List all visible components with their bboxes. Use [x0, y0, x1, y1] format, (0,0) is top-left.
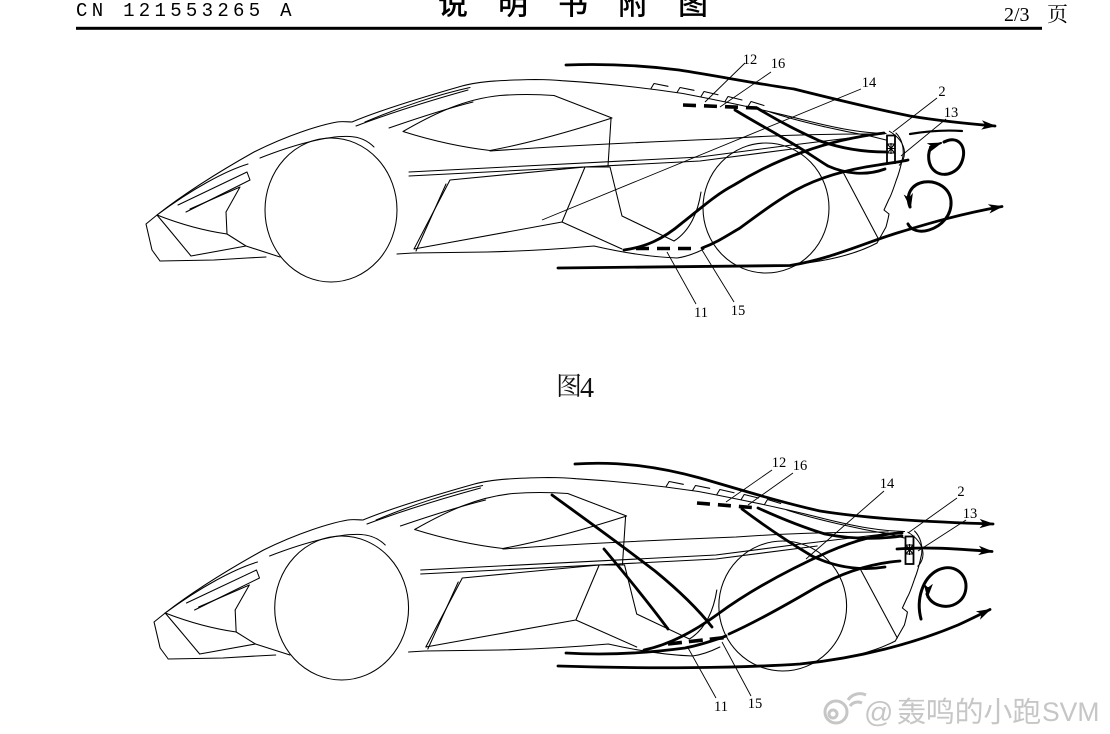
svg-text:15: 15: [748, 696, 763, 712]
svg-text:16: 16: [793, 458, 808, 474]
svg-text:2: 2: [938, 84, 945, 100]
svg-text:15: 15: [731, 303, 746, 319]
svg-text:CN 121553265 A: CN 121553265 A: [76, 0, 296, 22]
svg-text:11: 11: [694, 305, 708, 321]
svg-text:SVM: SVM: [1042, 697, 1099, 727]
svg-text:4: 4: [580, 373, 594, 404]
svg-text:14: 14: [862, 75, 877, 91]
svg-text:13: 13: [963, 506, 978, 522]
svg-text:12: 12: [743, 52, 758, 68]
svg-text:13: 13: [944, 105, 959, 121]
svg-text:16: 16: [771, 56, 786, 72]
svg-text:12: 12: [772, 455, 787, 471]
svg-text:11: 11: [714, 699, 728, 715]
svg-text:2: 2: [957, 484, 964, 500]
svg-text:14: 14: [880, 476, 895, 492]
svg-text:@: @: [864, 697, 893, 729]
svg-text:2/3: 2/3: [1004, 4, 1030, 26]
